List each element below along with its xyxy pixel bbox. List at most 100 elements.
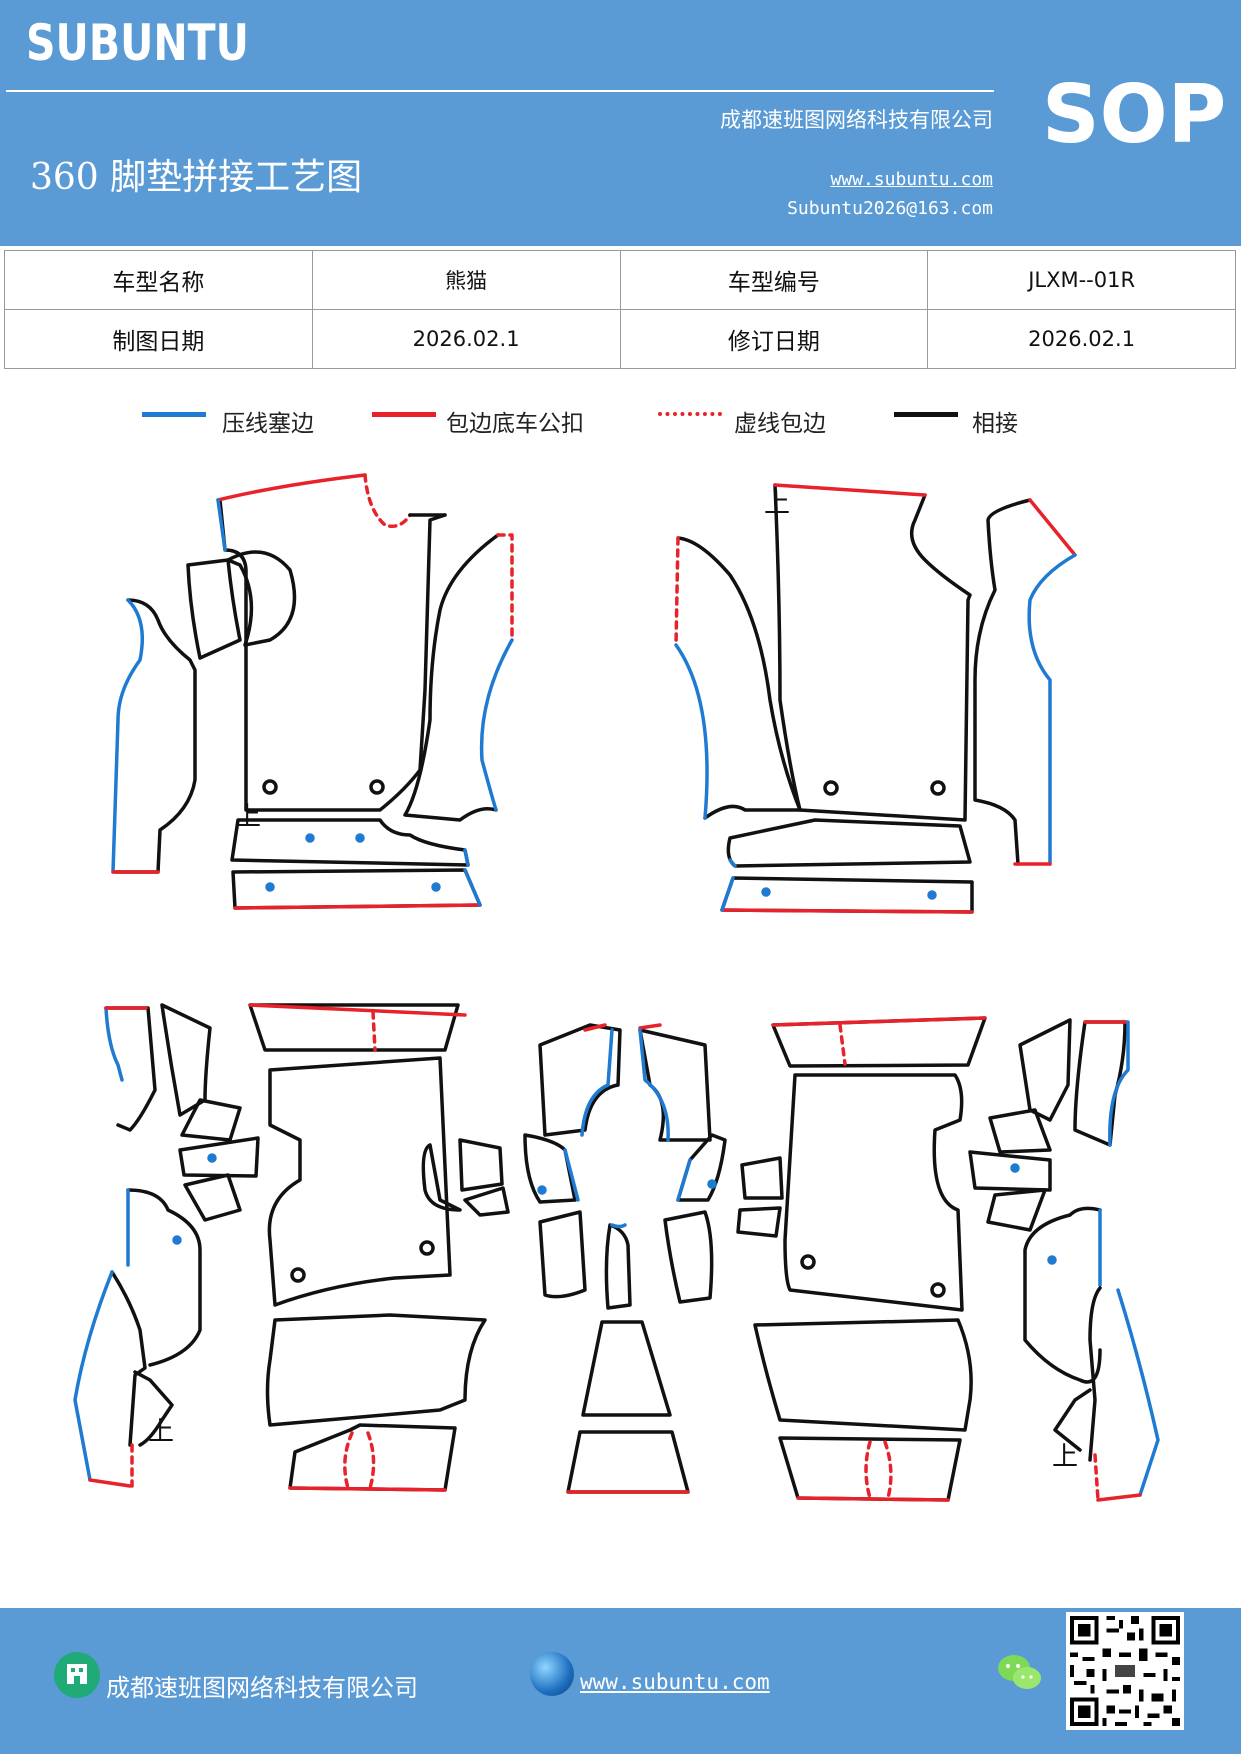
edge-red-dashed bbox=[1093, 1453, 1100, 1502]
edge-blue bbox=[580, 1028, 614, 1137]
qr-code[interactable] bbox=[1066, 1612, 1184, 1730]
mat-piece bbox=[773, 483, 972, 822]
mat-piece bbox=[581, 1320, 672, 1417]
tunnel-mat-group bbox=[523, 1023, 727, 1494]
marker-up: 上 bbox=[764, 489, 790, 519]
mat-piece bbox=[973, 498, 1032, 866]
header-divider bbox=[6, 90, 994, 92]
edge-blue bbox=[674, 643, 709, 820]
mat-piece bbox=[248, 1003, 460, 1052]
mat-piece bbox=[180, 1098, 242, 1142]
edge-red-dashed bbox=[864, 1440, 893, 1500]
mat-piece bbox=[403, 533, 500, 822]
edge-red bbox=[771, 1016, 987, 1027]
pin bbox=[355, 833, 365, 843]
edge-blue bbox=[720, 876, 735, 912]
hole bbox=[290, 1267, 306, 1283]
edge-red bbox=[796, 1496, 950, 1502]
mat-piece bbox=[1018, 1018, 1072, 1122]
mat-piece bbox=[753, 1318, 973, 1432]
edge-red-dashed bbox=[363, 473, 412, 528]
mat-piece bbox=[676, 1133, 727, 1202]
mat-piece bbox=[463, 1186, 510, 1217]
edge-red bbox=[773, 483, 927, 497]
edge-blue bbox=[479, 638, 514, 812]
hole bbox=[262, 779, 278, 795]
mat-piece bbox=[676, 536, 802, 820]
edge-red bbox=[1028, 498, 1077, 557]
info-table: 车型名称 熊猫 车型编号 JLXM--01R 制图日期 2026.02.1 修订… bbox=[4, 250, 1236, 369]
edge-red-dashed bbox=[343, 1431, 376, 1490]
table-row: 制图日期 2026.02.1 修订日期 2026.02.1 bbox=[4, 309, 1236, 369]
legend-label: 虚线包边 bbox=[734, 411, 826, 437]
mat-piece bbox=[230, 818, 470, 867]
mat-piece bbox=[783, 1073, 964, 1312]
footer-website-link[interactable]: www.subuntu.com bbox=[580, 1670, 770, 1694]
pin bbox=[265, 882, 275, 892]
mat-piece bbox=[126, 1188, 202, 1367]
mat-piece bbox=[178, 1136, 260, 1178]
pin bbox=[305, 833, 315, 843]
footer-banner: 成都速班图网络科技有限公司 www.subuntu.com bbox=[0, 1608, 1241, 1754]
edge-blue bbox=[216, 498, 227, 552]
edge-blue bbox=[563, 1148, 580, 1202]
mat-piece bbox=[113, 598, 197, 874]
mat-piece bbox=[265, 1313, 487, 1427]
wechat-icon bbox=[996, 1652, 1044, 1694]
legend-swatch-black bbox=[894, 412, 958, 417]
table-row: 车型名称 熊猫 车型编号 JLXM--01R bbox=[4, 250, 1236, 310]
revision-date-label: 修订日期 bbox=[619, 309, 929, 369]
mat-piece bbox=[1088, 1286, 1102, 1462]
header-company: 成都速班图网络科技有限公司 bbox=[720, 108, 993, 132]
model-name-label: 车型名称 bbox=[4, 250, 313, 310]
mat-piece bbox=[663, 1210, 714, 1304]
footer-company: 成都速班图网络科技有限公司 bbox=[106, 1674, 418, 1702]
legend-label: 相接 bbox=[972, 411, 1018, 437]
marker-up: 上 bbox=[235, 802, 261, 832]
pin bbox=[1047, 1255, 1057, 1265]
model-name-value: 熊猫 bbox=[311, 250, 621, 310]
edge-blue bbox=[638, 1028, 670, 1142]
draw-date-value: 2026.02.1 bbox=[311, 309, 621, 369]
edge-blue bbox=[1108, 1020, 1130, 1147]
revision-date-value: 2026.02.1 bbox=[927, 309, 1236, 369]
edge-blue bbox=[463, 868, 482, 907]
marker-up: 上 bbox=[1052, 1442, 1078, 1472]
pin bbox=[172, 1235, 182, 1245]
edge-blue bbox=[111, 598, 144, 874]
globe-icon bbox=[530, 1652, 574, 1696]
header-email: Subuntu2026@163.com bbox=[787, 198, 993, 219]
mat-piece bbox=[736, 1206, 782, 1238]
hole bbox=[930, 1282, 946, 1298]
legend-label: 压线塞边 bbox=[222, 411, 314, 437]
edge-blue bbox=[1027, 553, 1077, 866]
mat-piece bbox=[1023, 1206, 1102, 1384]
model-code-label: 车型编号 bbox=[619, 250, 929, 310]
edge-red bbox=[1096, 1493, 1142, 1502]
edge-blue bbox=[728, 858, 737, 868]
mat-piece bbox=[523, 1133, 577, 1204]
mat-piece bbox=[968, 1150, 1052, 1192]
legend-swatch-blue bbox=[142, 412, 206, 417]
edge-red bbox=[638, 1023, 662, 1030]
building-icon bbox=[54, 1652, 100, 1698]
mat-piece bbox=[160, 1003, 212, 1117]
rear-left-mat-group bbox=[73, 1003, 510, 1492]
mat-piece bbox=[1053, 1388, 1092, 1452]
pin bbox=[537, 1185, 547, 1195]
pin bbox=[431, 882, 441, 892]
pin bbox=[707, 1179, 717, 1189]
mat-piece bbox=[226, 550, 297, 647]
edge-red-dashed bbox=[496, 533, 514, 642]
pin bbox=[761, 887, 771, 897]
front-right-mat-group bbox=[674, 483, 1077, 914]
page-title: 360 脚垫拼接工艺图 bbox=[30, 157, 363, 198]
mat-piece bbox=[218, 498, 447, 812]
hole bbox=[930, 780, 946, 796]
mat-piece bbox=[726, 818, 972, 868]
mat-piece bbox=[986, 1188, 1047, 1232]
mat-piece bbox=[183, 1173, 242, 1222]
draw-date-label: 制图日期 bbox=[4, 309, 313, 369]
header-website-link[interactable]: www.subuntu.com bbox=[830, 169, 993, 190]
